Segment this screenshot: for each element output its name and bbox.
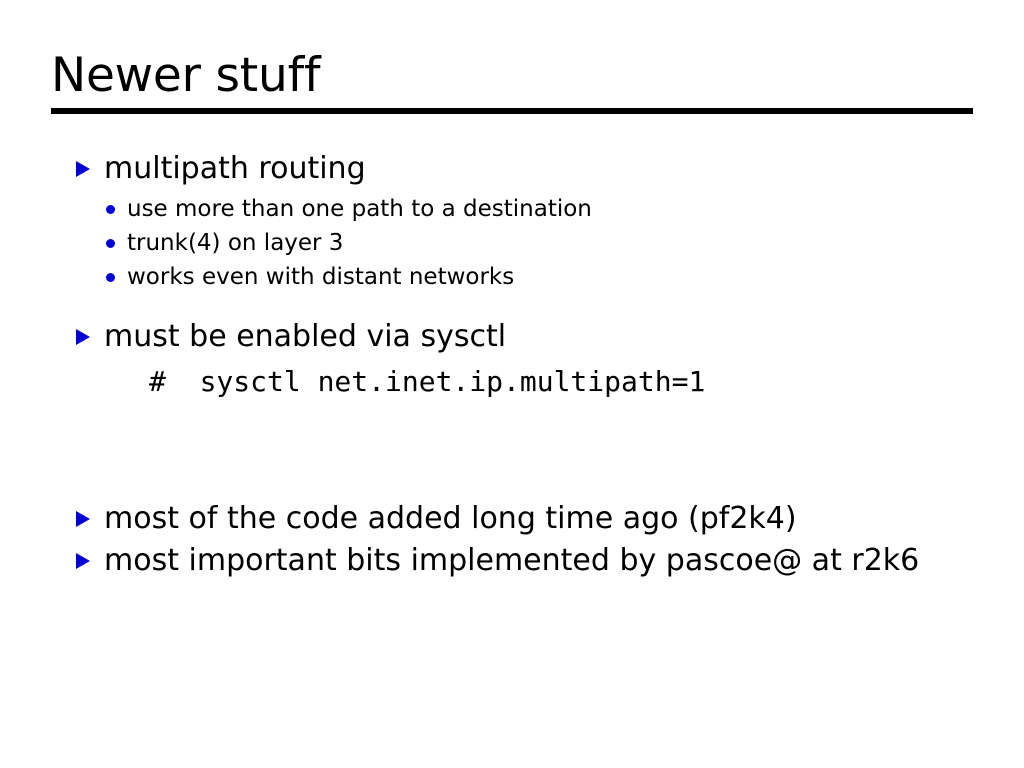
title-block: Newer stuff <box>51 50 973 114</box>
bullet-list: multipath routing use more than one path… <box>64 148 964 582</box>
title-divider <box>51 108 973 114</box>
bullet-item-must-be-enabled-via-sysctl: must be enabled via sysctl # sysctl net.… <box>64 316 964 406</box>
blue-triangle-marker-icon <box>76 161 90 177</box>
slide-body: multipath routing use more than one path… <box>64 148 964 582</box>
bullet-label: must be enabled via sysctl <box>104 319 507 354</box>
sub-bullet-item: use more than one path to a destination <box>100 192 964 226</box>
blue-dot-marker-icon <box>106 205 115 214</box>
sub-bullet-label: works even with distant networks <box>127 264 515 290</box>
blue-triangle-marker-icon <box>76 329 90 345</box>
blue-triangle-marker-icon <box>76 511 90 527</box>
blue-dot-marker-icon <box>106 273 115 282</box>
bullet-label: most of the code added long time ago (pf… <box>104 501 797 536</box>
sysctl-command-text: # sysctl net.inet.ip.multipath=1 <box>149 365 706 398</box>
bullet-label: multipath routing <box>104 151 366 186</box>
blue-dot-marker-icon <box>106 239 115 248</box>
sub-bullet-item: trunk(4) on layer 3 <box>100 226 964 260</box>
spacer <box>64 406 964 498</box>
blue-triangle-marker-icon <box>76 553 90 569</box>
sub-bullet-label: trunk(4) on layer 3 <box>127 230 344 256</box>
page-title: Newer stuff <box>51 48 321 103</box>
sub-bullet-item: works even with distant networks <box>100 260 964 294</box>
spacer <box>64 294 964 316</box>
bullet-item-most-of-the-code: most of the code added long time ago (pf… <box>64 498 964 540</box>
bullet-item-multipath-routing: multipath routing use more than one path… <box>64 148 964 294</box>
bullet-item-most-important-bits: most important bits implemented by pasco… <box>64 540 964 582</box>
sub-bullet-label: use more than one path to a destination <box>127 196 592 222</box>
bullet-label: most important bits implemented by pasco… <box>104 543 920 578</box>
sub-bullet-list: use more than one path to a destination … <box>104 192 964 294</box>
